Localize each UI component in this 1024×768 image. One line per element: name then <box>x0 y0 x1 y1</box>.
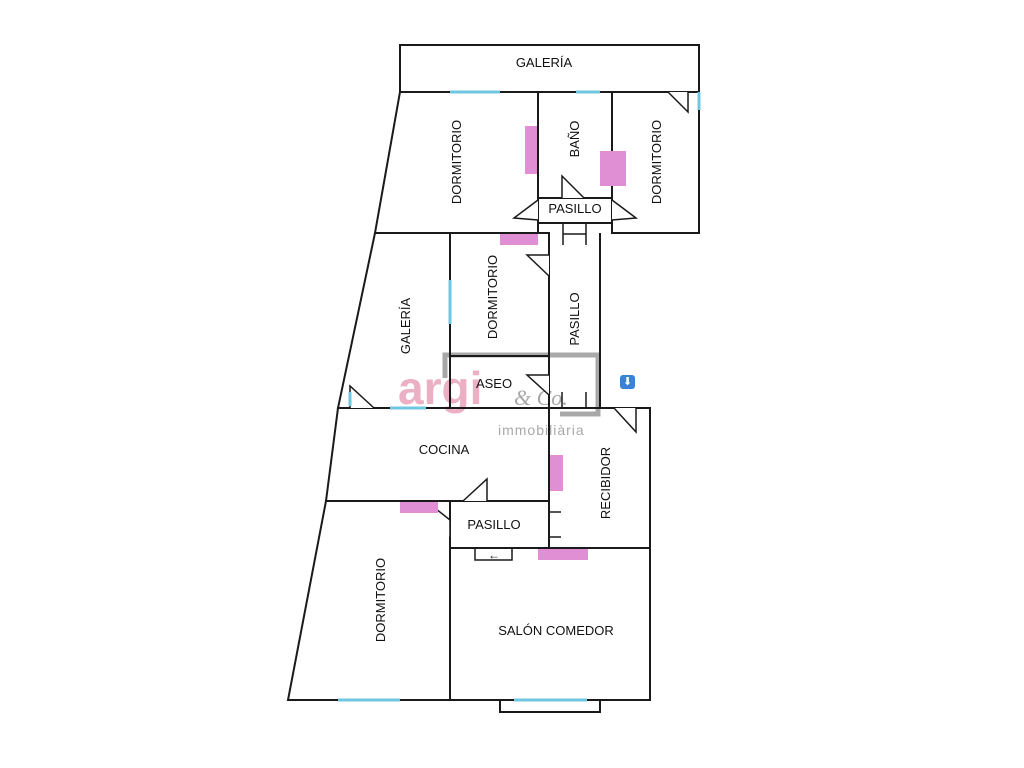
label-pasillo-lower: PASILLO <box>467 517 520 532</box>
watermark-frame <box>442 352 601 417</box>
entry-arrow-icon: ← <box>488 548 500 562</box>
door-cocina <box>462 477 488 502</box>
watermark-brand: argi <box>398 362 482 414</box>
door-pasillo-right <box>611 199 639 221</box>
label-cocina: COCINA <box>419 442 470 457</box>
label-galeria-top: GALERÍA <box>516 55 573 70</box>
label-aseo: ASEO <box>476 376 512 391</box>
label-recibidor: RECIBIDOR <box>598 447 613 519</box>
radiators <box>400 126 626 560</box>
door-bano <box>561 174 585 199</box>
watermark: argi & Co. immobiliària <box>398 352 601 438</box>
label-dormitorio-top-right: DORMITORIO <box>649 120 664 204</box>
label-dormitorio-lower: DORMITORIO <box>373 558 388 642</box>
door-dorm-right-top <box>667 91 689 114</box>
door-galeria-side <box>349 384 375 409</box>
watermark-subtitle: immobiliària <box>498 422 585 438</box>
doors <box>349 91 689 538</box>
door-ticks <box>562 223 587 245</box>
label-bano: BAÑO <box>567 121 582 158</box>
label-pasillo-top: PASILLO <box>548 201 601 216</box>
door-pasillo-left <box>511 199 539 221</box>
door-dorm-middle <box>525 254 550 277</box>
door-recibidor <box>613 407 637 434</box>
label-pasillo-vertical: PASILLO <box>567 292 582 345</box>
download-icon[interactable]: ⬇ <box>620 375 635 389</box>
label-dormitorio-top-left: DORMITORIO <box>449 120 464 204</box>
room-labels: GALERÍA DORMITORIO BAÑO DORMITORIO PASIL… <box>373 55 664 642</box>
label-salon-comedor: SALÓN COMEDOR <box>498 623 614 638</box>
watermark-co: & Co. <box>514 385 568 410</box>
label-dormitorio-middle: DORMITORIO <box>485 255 500 339</box>
door-aseo <box>525 374 550 396</box>
label-galeria-side: GALERÍA <box>398 297 413 354</box>
windows <box>338 90 701 702</box>
